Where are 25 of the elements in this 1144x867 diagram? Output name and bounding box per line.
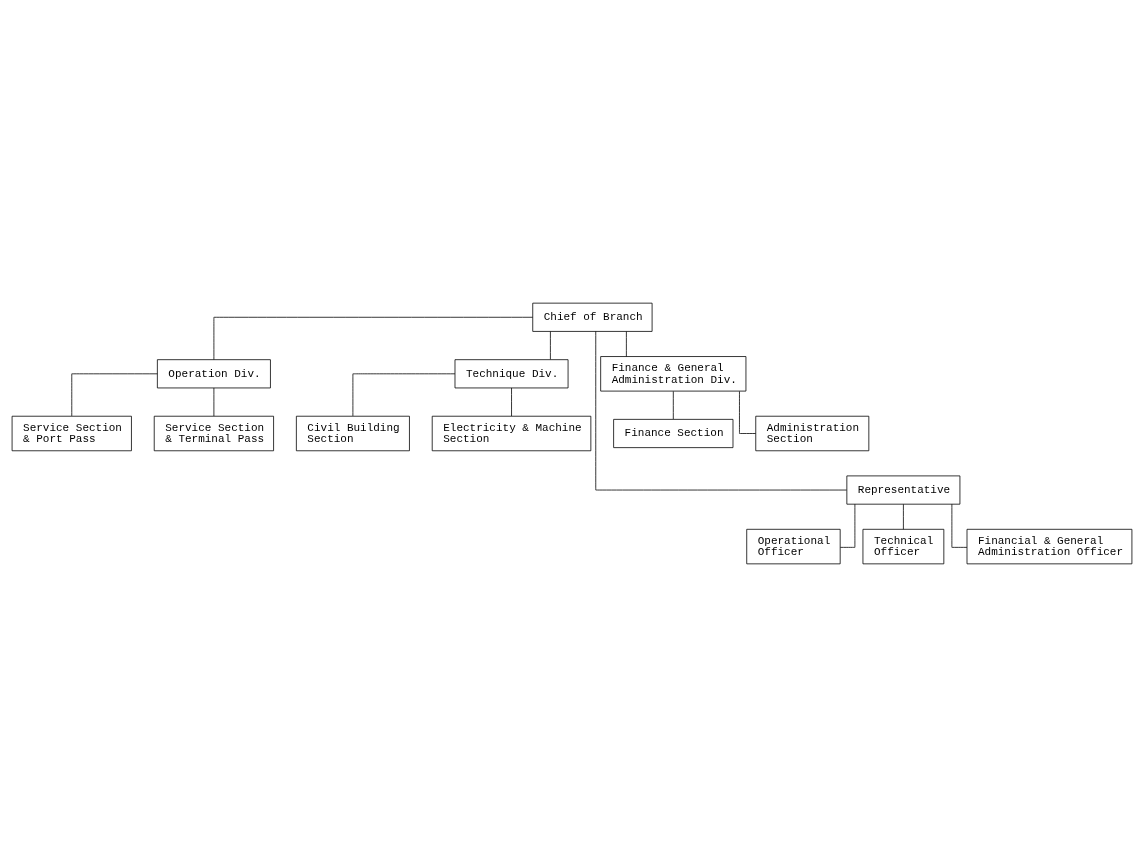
node-box: Operation Div.: [156, 359, 271, 389]
node-box: Service Section & Terminal Pass: [153, 415, 274, 452]
node-box: Technique Div.: [454, 359, 569, 389]
node-box: Operational Officer: [746, 528, 841, 565]
connector: [626, 331, 627, 357]
node-box: Service Section & Port Pass: [11, 415, 132, 452]
node-box: Financial & General Administration Officer: [966, 528, 1133, 565]
node-box: Civil Building Section: [295, 415, 410, 452]
node-box: Finance Section: [613, 418, 734, 449]
connector: [213, 316, 534, 360]
connector: [71, 373, 158, 417]
node-box: Electricity & Machine Section: [431, 415, 592, 452]
connector: [595, 331, 847, 491]
node-box: Finance & General Administration Div.: [600, 356, 747, 392]
connector: [672, 391, 674, 420]
node-box: Chief of Branch: [532, 302, 653, 332]
connector: [550, 331, 551, 360]
connector: [511, 387, 512, 417]
node-box: Technical Officer: [862, 528, 945, 565]
connector: [213, 387, 215, 417]
connector: [903, 503, 904, 530]
connector: [739, 391, 757, 434]
node-box: Administration Section: [755, 415, 870, 452]
connector: [352, 373, 456, 417]
node-box: Representative: [846, 475, 961, 505]
